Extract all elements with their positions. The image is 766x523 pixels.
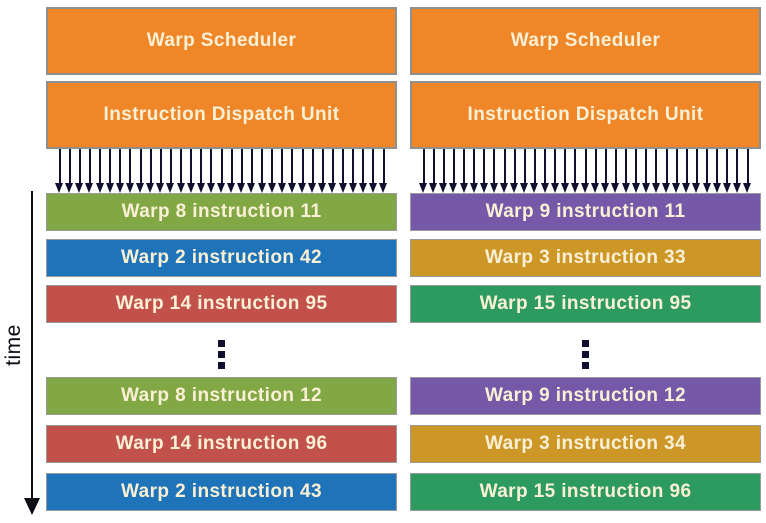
down-arrow-icon [237,149,246,193]
down-arrow-icon [65,149,74,193]
time-axis-label: time [2,324,25,366]
down-arrow-icon [540,149,550,193]
down-arrow-icon [348,149,358,193]
down-arrow-icon [560,149,570,193]
down-arrow-icon [176,149,186,193]
instruction-bar: Warp 8 instruction 12 [46,377,397,415]
instruction-rows: Warp 8 instruction 11 Warp 2 instruction … [46,193,397,511]
instruction-bar: Warp 8 instruction 11 [46,193,397,231]
down-arrow-icon [85,149,94,193]
down-arrow-icon [662,149,671,193]
down-arrow-icon [95,149,105,193]
instruction-bar: Warp 2 instruction 42 [46,239,397,277]
instruction-bar: Warp 9 instruction 12 [410,377,761,415]
instruction-bar: Warp 2 instruction 43 [46,473,397,511]
instruction-dispatch-unit-box: Instruction Dispatch Unit [410,81,761,149]
warp-scheduler-box: Warp Scheduler [46,7,397,75]
down-arrow-icon [166,149,175,193]
down-arrow-icon [146,149,155,193]
down-arrow-icon [75,149,84,193]
down-arrow-icon [682,149,691,193]
down-arrow-icon [550,149,560,193]
down-arrow-icon [520,149,529,193]
warp-scheduler-box: Warp Scheduler [410,7,761,75]
down-arrow-icon [672,149,681,193]
down-arrow-icon [510,149,519,193]
instruction-bar: Warp 9 instruction 11 [410,193,761,231]
down-arrow-icon [277,149,287,193]
down-arrow-icon [489,149,499,193]
down-arrow-icon [206,149,216,193]
instruction-bar: Warp 14 instruction 96 [46,425,397,463]
down-arrow-icon [368,149,378,193]
down-arrow-icon [621,149,631,193]
down-arrow-icon [429,149,438,193]
dispatch-arrows [410,149,761,193]
instruction-bar: Warp 14 instruction 95 [46,285,397,323]
scheduler-column-right: Warp Scheduler Instruction Dispatch Unit… [410,7,761,511]
instruction-bar: Warp 15 instruction 96 [410,473,761,511]
down-arrow-icon [591,149,600,193]
down-arrow-icon [469,149,479,193]
down-arrow-icon [55,149,64,193]
down-arrow-icon [479,149,489,193]
down-arrow-icon [500,149,509,193]
down-arrow-icon [712,149,722,193]
down-arrow-icon [459,149,469,193]
down-arrow-icon [419,149,428,193]
instruction-rows: Warp 9 instruction 11 Warp 3 instruction … [410,193,761,511]
down-arrow-icon [702,149,712,193]
down-arrow-icon [743,149,752,193]
vertical-ellipsis-icon [46,331,397,377]
down-arrow-icon [641,149,651,193]
down-arrow-icon [692,149,701,193]
down-arrow-icon [227,149,236,193]
down-arrow-icon [287,149,297,193]
time-axis-line [31,191,33,499]
instruction-dispatch-unit-box: Instruction Dispatch Unit [46,81,397,149]
down-arrow-icon [449,149,458,193]
instruction-bar: Warp 3 instruction 34 [410,425,761,463]
down-arrow-icon [257,149,267,193]
down-arrow-icon [338,149,348,193]
vertical-ellipsis-icon [410,331,761,377]
down-arrow-icon [358,149,368,193]
down-arrow-icon [267,149,277,193]
down-arrow-icon [631,149,641,193]
down-arrow-icon [186,149,196,193]
instruction-bar: Warp 3 instruction 33 [410,239,761,277]
down-arrow-icon [125,149,135,193]
down-arrow-icon [530,149,539,193]
down-arrow-icon [732,149,742,193]
down-arrow-icon [217,149,226,193]
down-arrow-icon [611,149,620,193]
down-arrow-icon [196,149,206,193]
down-arrow-icon [115,149,125,193]
down-arrow-icon [379,149,388,193]
down-arrow-icon [105,149,115,193]
down-arrow-icon [328,149,337,193]
down-arrow-icon [298,149,307,193]
down-arrow-icon [651,149,661,193]
down-arrow-icon [247,149,256,193]
down-arrow-icon [318,149,327,193]
time-axis-arrowhead-icon [24,498,40,515]
instruction-bar: Warp 15 instruction 95 [410,285,761,323]
scheduler-column-left: Warp Scheduler Instruction Dispatch Unit… [46,7,397,511]
dispatch-arrows [46,149,397,193]
down-arrow-icon [308,149,317,193]
down-arrow-icon [156,149,165,193]
down-arrow-icon [581,149,590,193]
down-arrow-icon [136,149,145,193]
down-arrow-icon [439,149,448,193]
down-arrow-icon [570,149,580,193]
down-arrow-icon [601,149,610,193]
down-arrow-icon [722,149,732,193]
